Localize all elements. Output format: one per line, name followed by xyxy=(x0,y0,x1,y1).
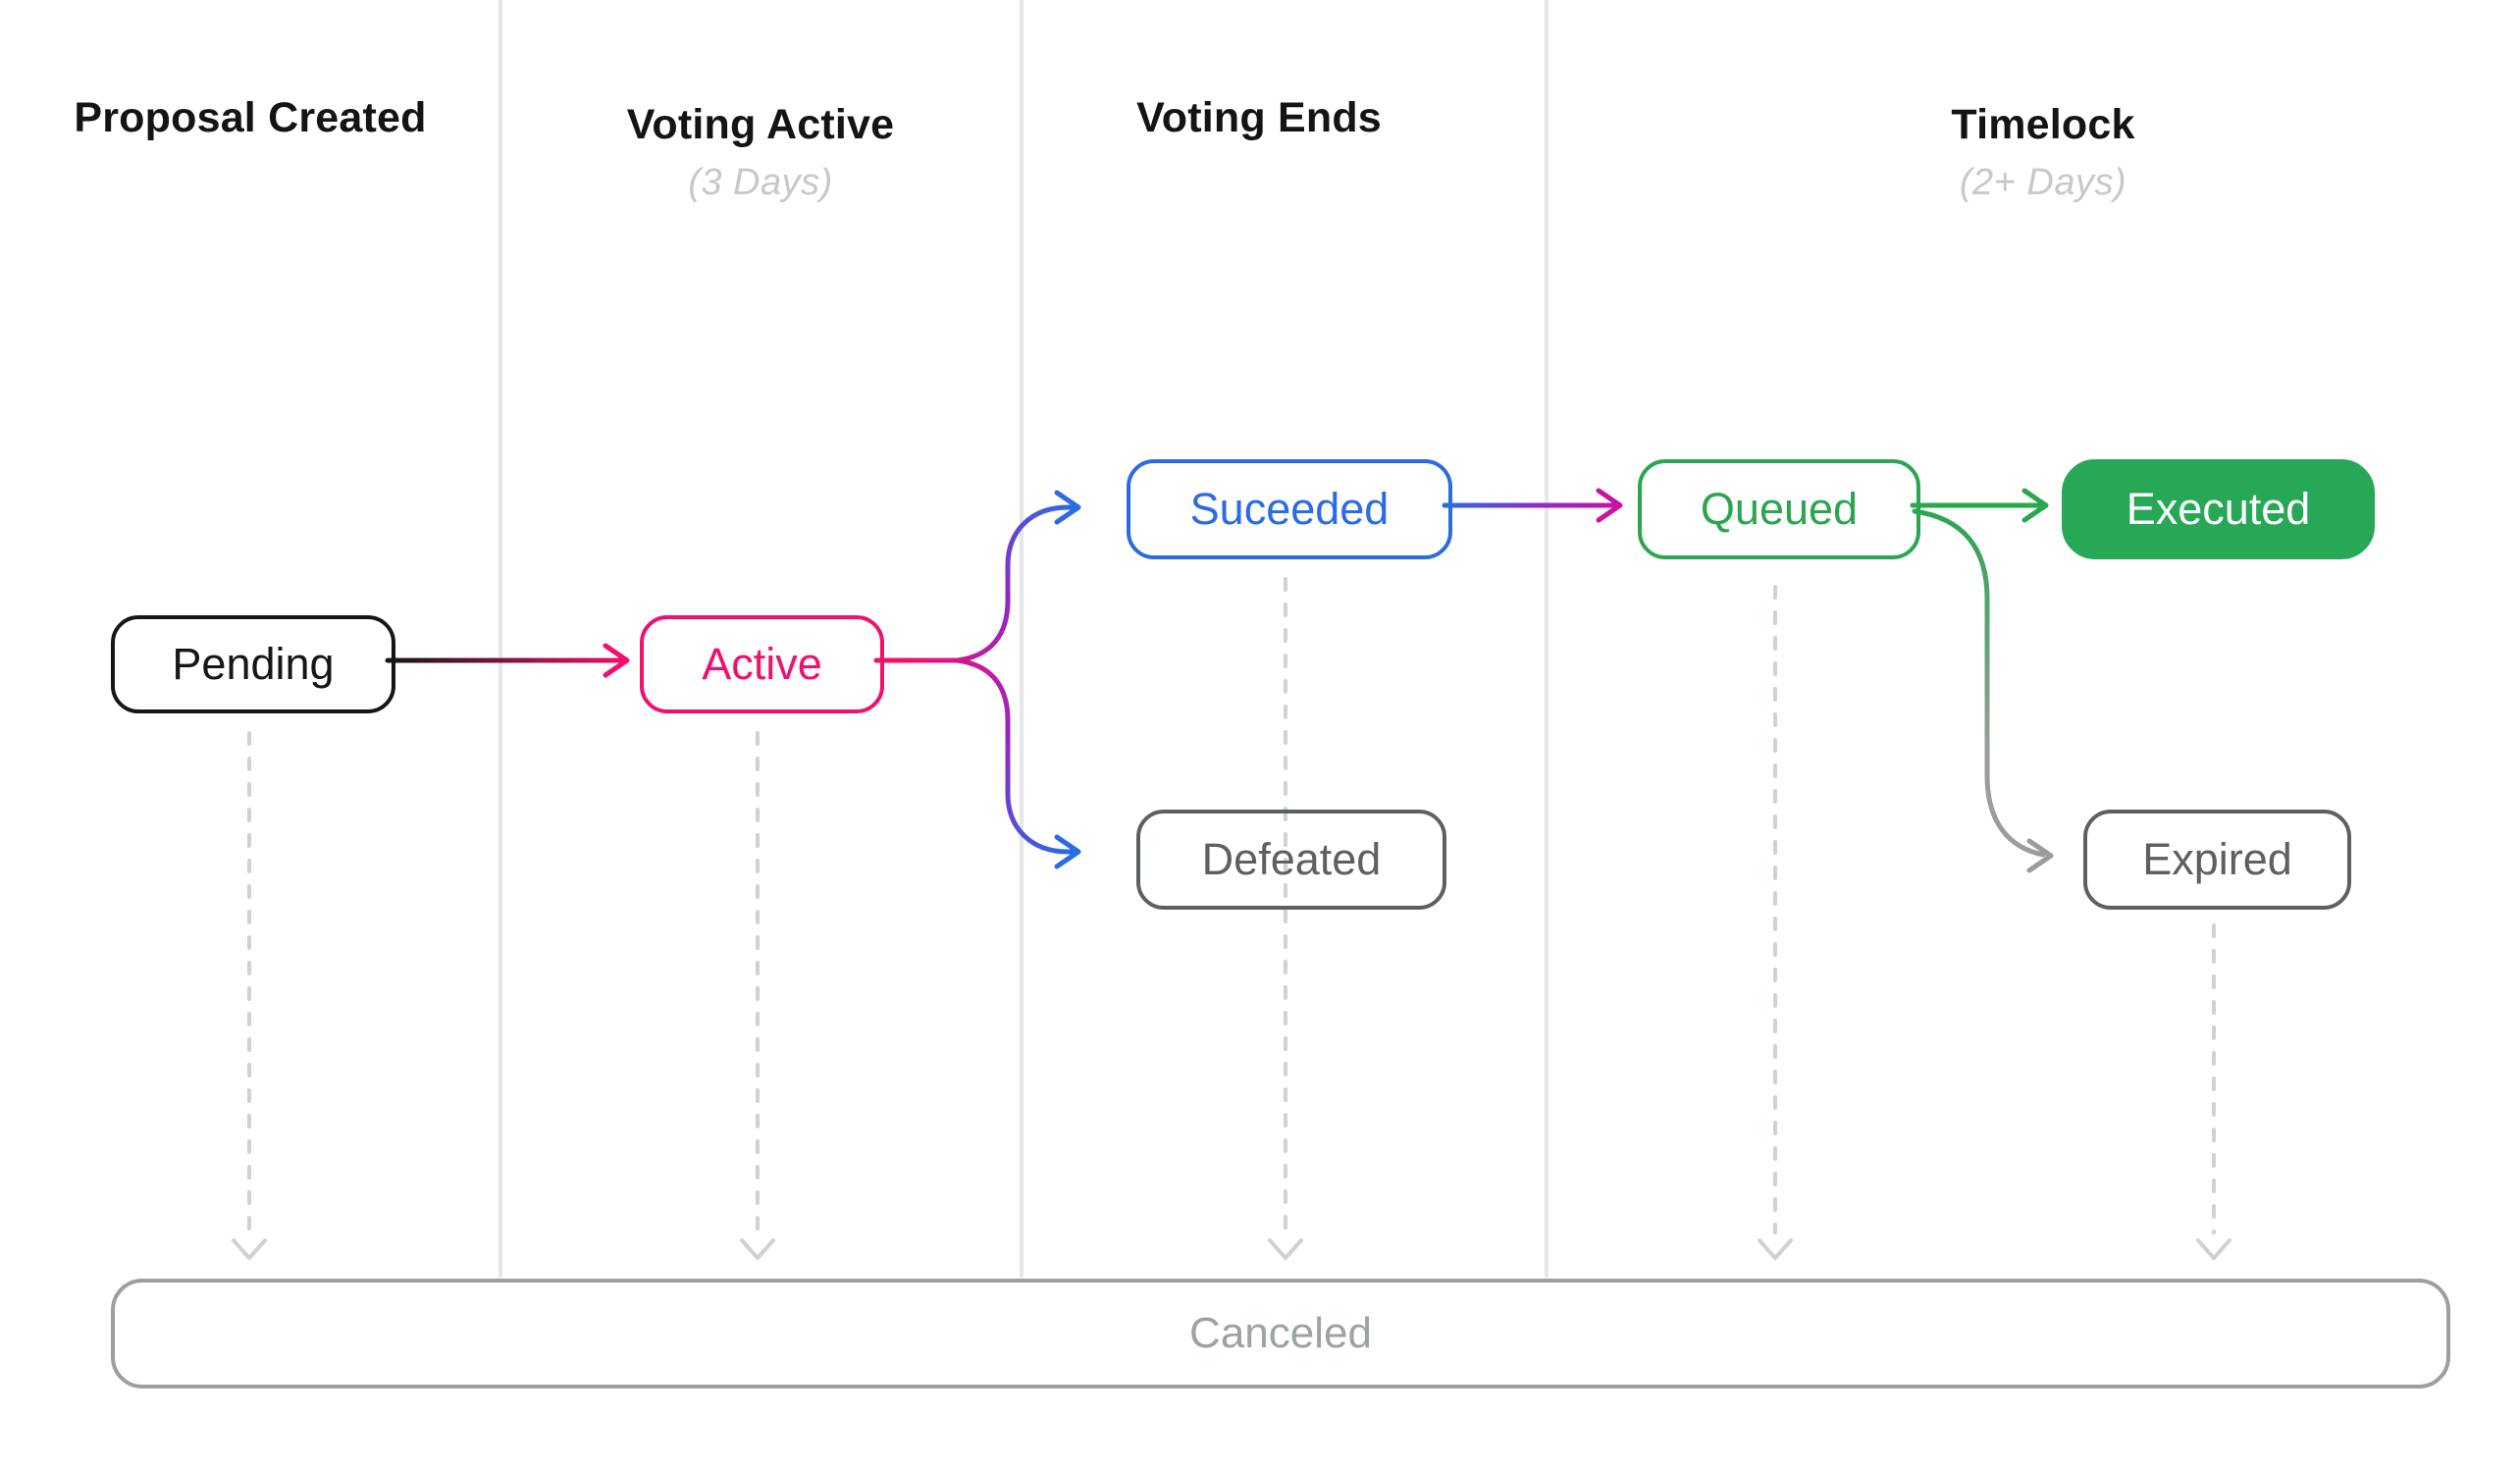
dashed-drop-lines xyxy=(232,577,2231,1260)
node-succeeded: Suceeded xyxy=(1127,459,1452,559)
arrowhead-icon xyxy=(2026,838,2054,873)
node-executed: Executed xyxy=(2062,459,2375,559)
column-divider-1 xyxy=(499,0,502,1278)
arrowhead-icon xyxy=(2021,488,2049,523)
down-chevron-icon xyxy=(1758,1238,1793,1260)
down-chevron-icon xyxy=(2196,1238,2231,1260)
node-queued: Queued xyxy=(1638,459,1920,559)
node-defeated: Defeated xyxy=(1136,810,1446,910)
phase-header-voting-active: Voting Active xyxy=(626,101,895,148)
arrowhead-icon xyxy=(1054,490,1081,525)
arrow-active-to-succeeded xyxy=(873,504,1076,663)
phase-subheader-voting-active: (3 Days) xyxy=(688,162,833,203)
arrowhead-icon xyxy=(1054,834,1081,869)
arrow-queued-to-expired xyxy=(1912,508,2046,858)
node-active: Active xyxy=(640,615,884,713)
arrowhead-icon xyxy=(603,643,630,678)
phase-subheader-timelock: (2+ Days) xyxy=(1959,162,2127,203)
column-divider-2 xyxy=(1020,0,1024,1278)
phase-header-proposal-created: Proposal Created xyxy=(74,94,427,141)
arrowhead-icon xyxy=(1596,488,1623,523)
down-chevron-icon xyxy=(232,1238,267,1260)
node-pending: Pending xyxy=(111,615,395,713)
column-divider-3 xyxy=(1545,0,1549,1278)
phase-header-timelock: Timelock xyxy=(1951,101,2135,148)
node-canceled: Canceled xyxy=(111,1279,2450,1389)
down-chevron-icon xyxy=(740,1238,775,1260)
node-expired: Expired xyxy=(2083,810,2351,910)
arrow-active-to-defeated xyxy=(873,657,1076,855)
down-chevron-icon xyxy=(1268,1238,1303,1260)
phase-header-voting-ends: Voting Ends xyxy=(1136,94,1382,141)
